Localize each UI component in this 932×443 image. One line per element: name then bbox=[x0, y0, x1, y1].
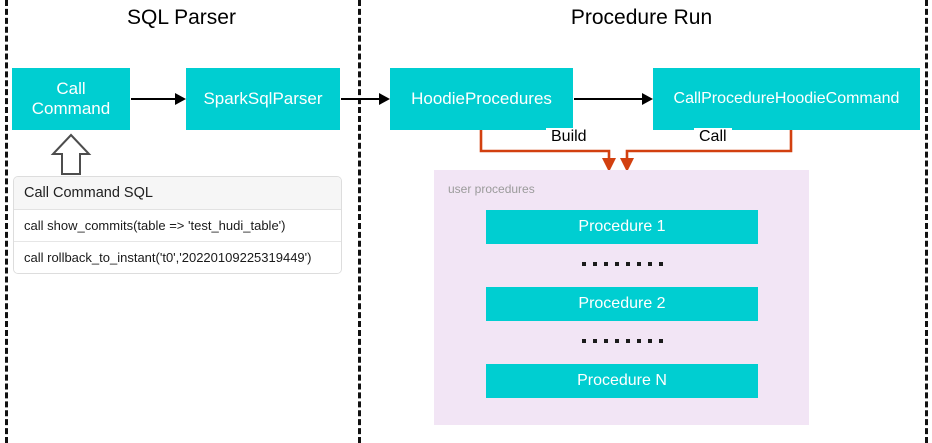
ellipsis-dots-1 bbox=[486, 254, 758, 274]
call-command-sql-panel: Call Command SQL call show_commits(table… bbox=[13, 176, 342, 274]
node-call-command[interactable]: Call Command bbox=[12, 68, 130, 130]
arrow-hoodie-procedures-to-call-procedure-command bbox=[574, 93, 653, 105]
procedure-item-1[interactable]: Procedure 1 bbox=[486, 210, 758, 244]
arrow-shaft bbox=[574, 98, 643, 100]
arrow-parser-to-hoodie-procedures bbox=[341, 93, 390, 105]
ellipsis-dots-2 bbox=[486, 331, 758, 351]
sql-panel-header: Call Command SQL bbox=[14, 177, 341, 210]
divider-left bbox=[5, 0, 8, 443]
arrow-head-icon bbox=[642, 93, 653, 105]
divider-right bbox=[925, 0, 928, 443]
user-procedures-panel: user procedures Procedure 1 Procedure 2 … bbox=[434, 170, 809, 425]
sql-row-rollback-to-instant[interactable]: call rollback_to_instant('t0','202201092… bbox=[14, 242, 341, 273]
node-call-procedure-hoodie-command[interactable]: CallProcedureHoodieCommand bbox=[653, 68, 920, 130]
procedure-item-2[interactable]: Procedure 2 bbox=[486, 287, 758, 321]
connector-label-build: Build bbox=[546, 128, 592, 146]
node-call-command-label: Call Command bbox=[32, 79, 110, 119]
node-hoodie-procedures[interactable]: HoodieProcedures bbox=[390, 68, 573, 130]
section-title-sql-parser: SQL Parser bbox=[127, 6, 236, 29]
hollow-up-arrow-icon bbox=[50, 133, 92, 175]
node-spark-sql-parser[interactable]: SparkSqlParser bbox=[186, 68, 340, 130]
arrow-shaft bbox=[131, 98, 176, 100]
arrow-head-icon bbox=[379, 93, 390, 105]
arrow-head-icon bbox=[175, 93, 186, 105]
arrow-shaft bbox=[341, 98, 380, 100]
sql-row-show-commits[interactable]: call show_commits(table => 'test_hudi_ta… bbox=[14, 210, 341, 242]
user-procedures-label: user procedures bbox=[448, 182, 535, 196]
node-call-command-line2: Command bbox=[31, 99, 111, 118]
divider-middle bbox=[358, 0, 361, 443]
node-call-command-line1: Call bbox=[56, 78, 86, 98]
procedure-item-n[interactable]: Procedure N bbox=[486, 364, 758, 398]
section-title-procedure-run: Procedure Run bbox=[570, 6, 713, 29]
arrow-call-command-to-parser bbox=[131, 93, 186, 105]
connector-label-call: Call bbox=[694, 128, 732, 146]
